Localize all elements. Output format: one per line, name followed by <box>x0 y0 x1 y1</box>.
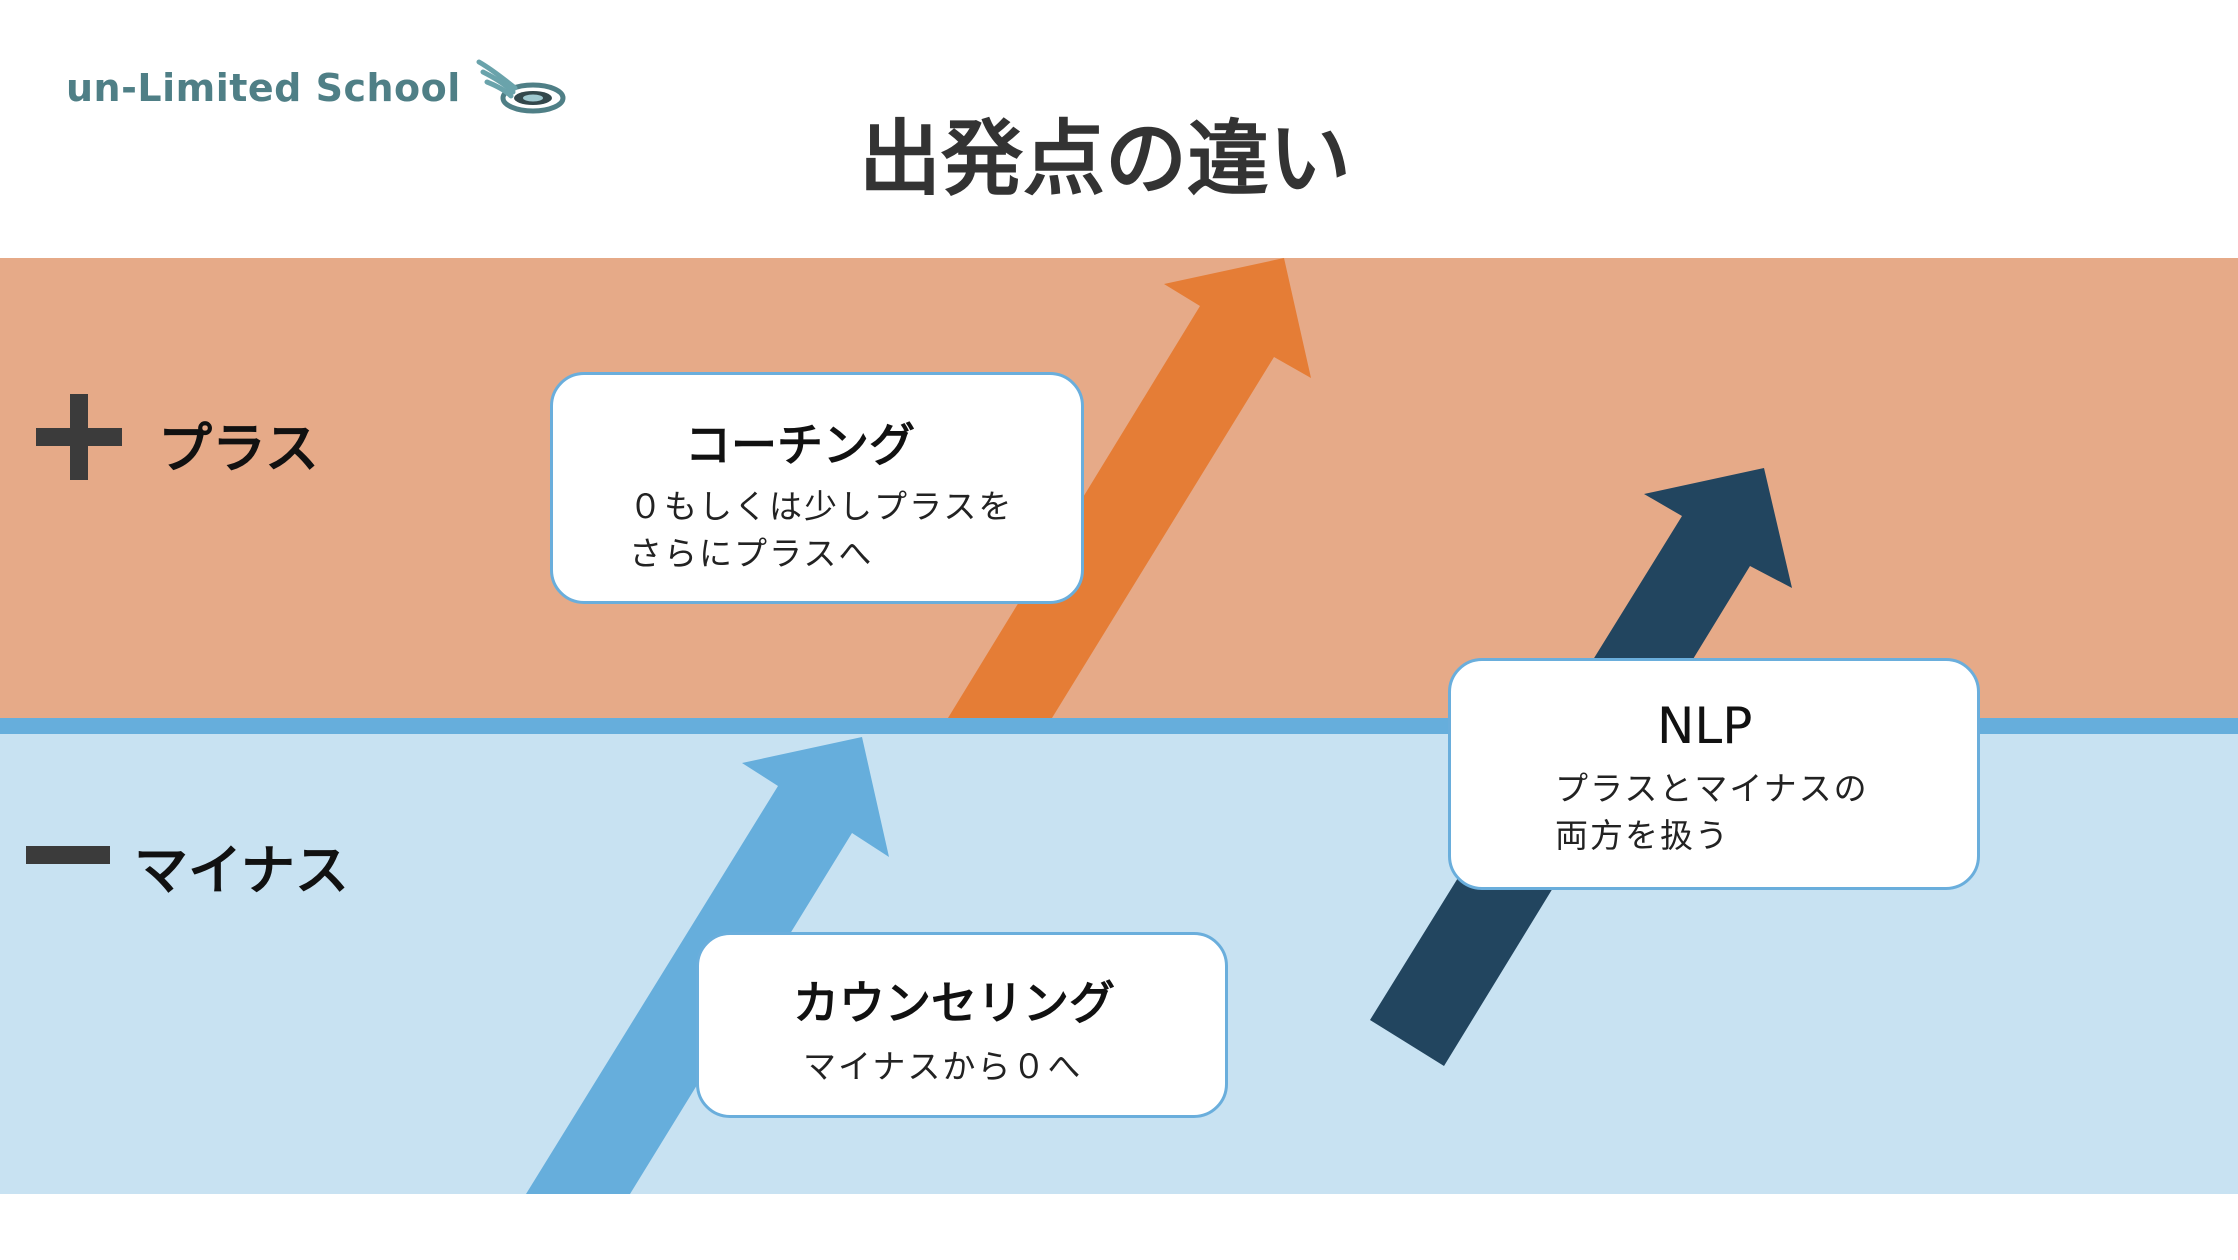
coaching-description: ０もしくは少しプラスを さらにプラスへ <box>629 483 1013 577</box>
minus-icon <box>26 846 110 864</box>
nlp-desc-line-2: 両方を扱う <box>1555 816 1730 855</box>
winged-ring-logo-icon <box>476 59 566 114</box>
nlp-card: NLP プラスとマイナスの 両方を扱う <box>1448 658 1980 890</box>
minus-label: マイナス <box>134 839 349 902</box>
coaching-card: コーチング ０もしくは少しプラスを さらにプラスへ <box>550 372 1084 604</box>
plus-label: プラス <box>158 417 319 480</box>
plus-icon <box>36 394 122 480</box>
nlp-title: NLP <box>1657 697 1753 755</box>
counseling-description: マイナスから０へ <box>803 1043 1082 1090</box>
coaching-desc-line-2: さらにプラスへ <box>629 534 874 573</box>
logo: un-Limited School <box>66 56 567 120</box>
nlp-description: プラスとマイナスの 両方を扱う <box>1555 765 1869 859</box>
coaching-desc-line-1: ０もしくは少しプラスを <box>629 487 1014 526</box>
counseling-title: カウンセリング <box>793 976 1115 1030</box>
logo-text: un-Limited School <box>66 66 461 110</box>
nlp-desc-line-1: プラスとマイナスの <box>1555 769 1869 808</box>
counseling-card: カウンセリング マイナスから０へ <box>696 932 1228 1118</box>
coaching-title: コーチング <box>685 418 915 472</box>
page-title: 出発点の違い <box>858 112 1351 207</box>
counseling-desc-line-1: マイナスから０へ <box>803 1047 1083 1086</box>
